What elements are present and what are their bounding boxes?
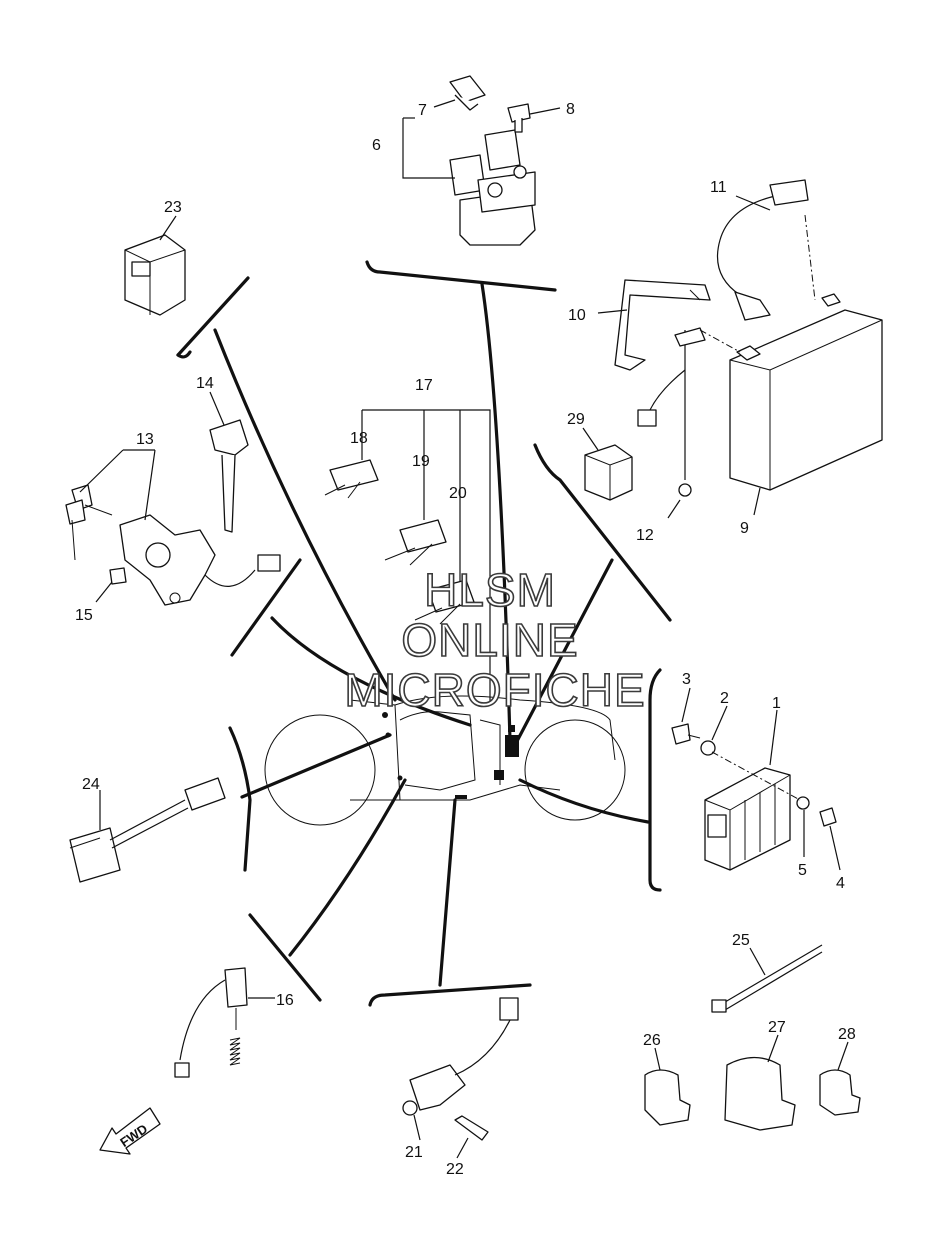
callout-12: 12 bbox=[636, 527, 654, 544]
callout-28: 28 bbox=[838, 1026, 856, 1043]
callout-5: 5 bbox=[798, 862, 807, 879]
callout-14: 14 bbox=[196, 375, 214, 392]
starter-relay bbox=[449, 75, 536, 246]
callout-8: 8 bbox=[566, 101, 575, 118]
callout-7: 7 bbox=[418, 102, 427, 119]
sensor-24 bbox=[69, 777, 226, 883]
callout-27: 27 bbox=[768, 1019, 786, 1036]
callout-29: 29 bbox=[567, 411, 585, 428]
callout-3: 3 bbox=[682, 671, 691, 688]
rectifier-regulator bbox=[671, 723, 837, 871]
watermark: HLSM ONLINE MICROFICHE bbox=[344, 563, 646, 717]
sensor-21 bbox=[402, 997, 519, 1141]
callout-17: 17 bbox=[415, 377, 433, 394]
callout-9: 9 bbox=[740, 520, 749, 537]
callout-25: 25 bbox=[732, 932, 750, 949]
callout-22: 22 bbox=[446, 1161, 464, 1178]
relay-unit-29 bbox=[584, 444, 633, 501]
cable-ties bbox=[644, 944, 861, 1131]
callout-24: 24 bbox=[82, 776, 100, 793]
callout-20: 20 bbox=[449, 485, 467, 502]
callout-4: 4 bbox=[836, 875, 845, 892]
fuses bbox=[324, 459, 475, 625]
watermark-line-1: HLSM bbox=[424, 564, 556, 616]
callout-10: 10 bbox=[568, 307, 586, 324]
battery bbox=[729, 293, 883, 491]
callout-19: 19 bbox=[412, 453, 430, 470]
callout-leaders bbox=[79, 99, 849, 1159]
group-leaders bbox=[176, 260, 672, 1007]
callout-2: 2 bbox=[720, 690, 729, 707]
callout-1: 1 bbox=[772, 695, 781, 712]
fwd-arrow-icon: FWD bbox=[99, 1107, 161, 1155]
watermark-line-3: MICROFICHE bbox=[344, 664, 645, 716]
motorcycle-outline bbox=[264, 695, 626, 826]
callout-21: 21 bbox=[405, 1144, 423, 1161]
callout-18: 18 bbox=[350, 430, 368, 447]
callout-labels: 1 2 3 4 5 6 7 8 9 10 11 12 13 14 15 16 1… bbox=[75, 101, 856, 1178]
callout-13: 13 bbox=[136, 431, 154, 448]
switch-16 bbox=[174, 967, 248, 1078]
callout-16: 16 bbox=[276, 992, 294, 1009]
callout-23: 23 bbox=[164, 199, 182, 216]
callout-15: 15 bbox=[75, 607, 93, 624]
main-switch bbox=[65, 419, 281, 606]
battery-cables bbox=[614, 179, 816, 497]
callout-6: 6 bbox=[372, 137, 381, 154]
callout-26: 26 bbox=[643, 1032, 661, 1049]
callout-11: 11 bbox=[710, 179, 727, 196]
relay-unit-23 bbox=[124, 234, 186, 316]
watermark-line-2: ONLINE bbox=[401, 614, 578, 666]
